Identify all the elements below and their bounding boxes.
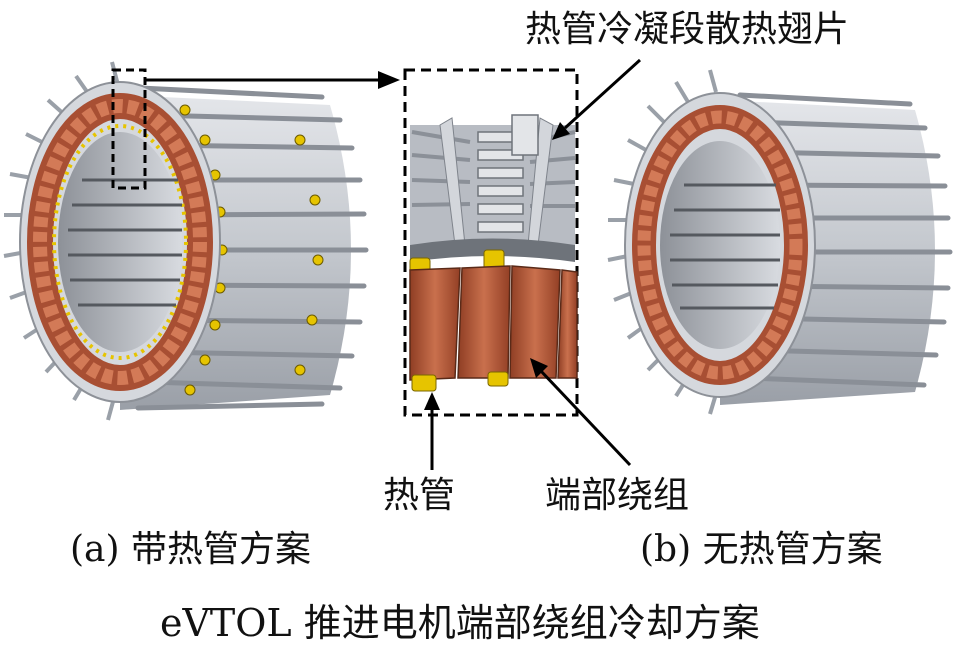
end-winding-label: 端部绕组	[545, 475, 690, 516]
detail-selection-box	[111, 68, 147, 190]
motor-with-heat-pipes	[3, 61, 369, 421]
motor-without-heat-pipes	[607, 69, 953, 415]
end-winding-coils	[409, 265, 578, 381]
end-winding-arrow	[530, 358, 632, 467]
heat-pipe-arrow	[424, 392, 440, 470]
figure-title: eVTOL 推进电机端部绕组冷却方案	[160, 601, 760, 645]
detail-view	[403, 68, 579, 417]
stator-laminations	[68, 178, 182, 307]
fin-arrow	[552, 58, 642, 140]
zoom-arrow	[145, 71, 400, 89]
fin-label: 热管冷凝段散热翅片	[525, 9, 850, 50]
heat-pipe-label: 热管	[383, 475, 456, 516]
condenser-fin-stack	[477, 114, 539, 233]
caption-a: (a) 带热管方案	[70, 529, 311, 570]
caption-b: (b) 无热管方案	[640, 529, 883, 570]
